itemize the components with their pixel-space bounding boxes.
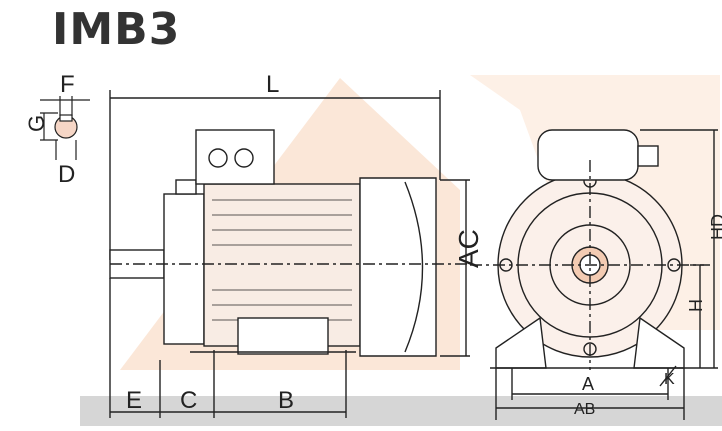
dimension-labels: F G D L AC E C B HD H K A AB bbox=[24, 71, 722, 418]
shaft-key-detail bbox=[40, 96, 90, 160]
model-title: IMB3 bbox=[52, 4, 181, 55]
side-view bbox=[109, 90, 470, 418]
front-view bbox=[470, 129, 718, 420]
front-terminal-box bbox=[537, 129, 639, 181]
fan-cover bbox=[359, 177, 437, 357]
cooling-fins bbox=[212, 199, 352, 321]
label-H: H bbox=[686, 299, 706, 312]
label-C: C bbox=[180, 387, 197, 414]
label-G: G bbox=[24, 115, 49, 132]
label-L: L bbox=[266, 71, 279, 98]
label-K: K bbox=[664, 371, 675, 388]
label-A: A bbox=[582, 374, 594, 394]
label-AB: AB bbox=[574, 401, 595, 418]
label-HD: HD bbox=[708, 214, 722, 240]
label-F: F bbox=[60, 71, 75, 98]
label-B: B bbox=[278, 387, 294, 414]
watermark-bar bbox=[80, 396, 722, 426]
label-AC: AC bbox=[453, 229, 484, 268]
key-slot bbox=[59, 114, 73, 122]
label-E: E bbox=[126, 387, 142, 414]
label-D: D bbox=[58, 161, 75, 188]
end-shield bbox=[163, 193, 205, 345]
motor-foot bbox=[237, 317, 329, 355]
